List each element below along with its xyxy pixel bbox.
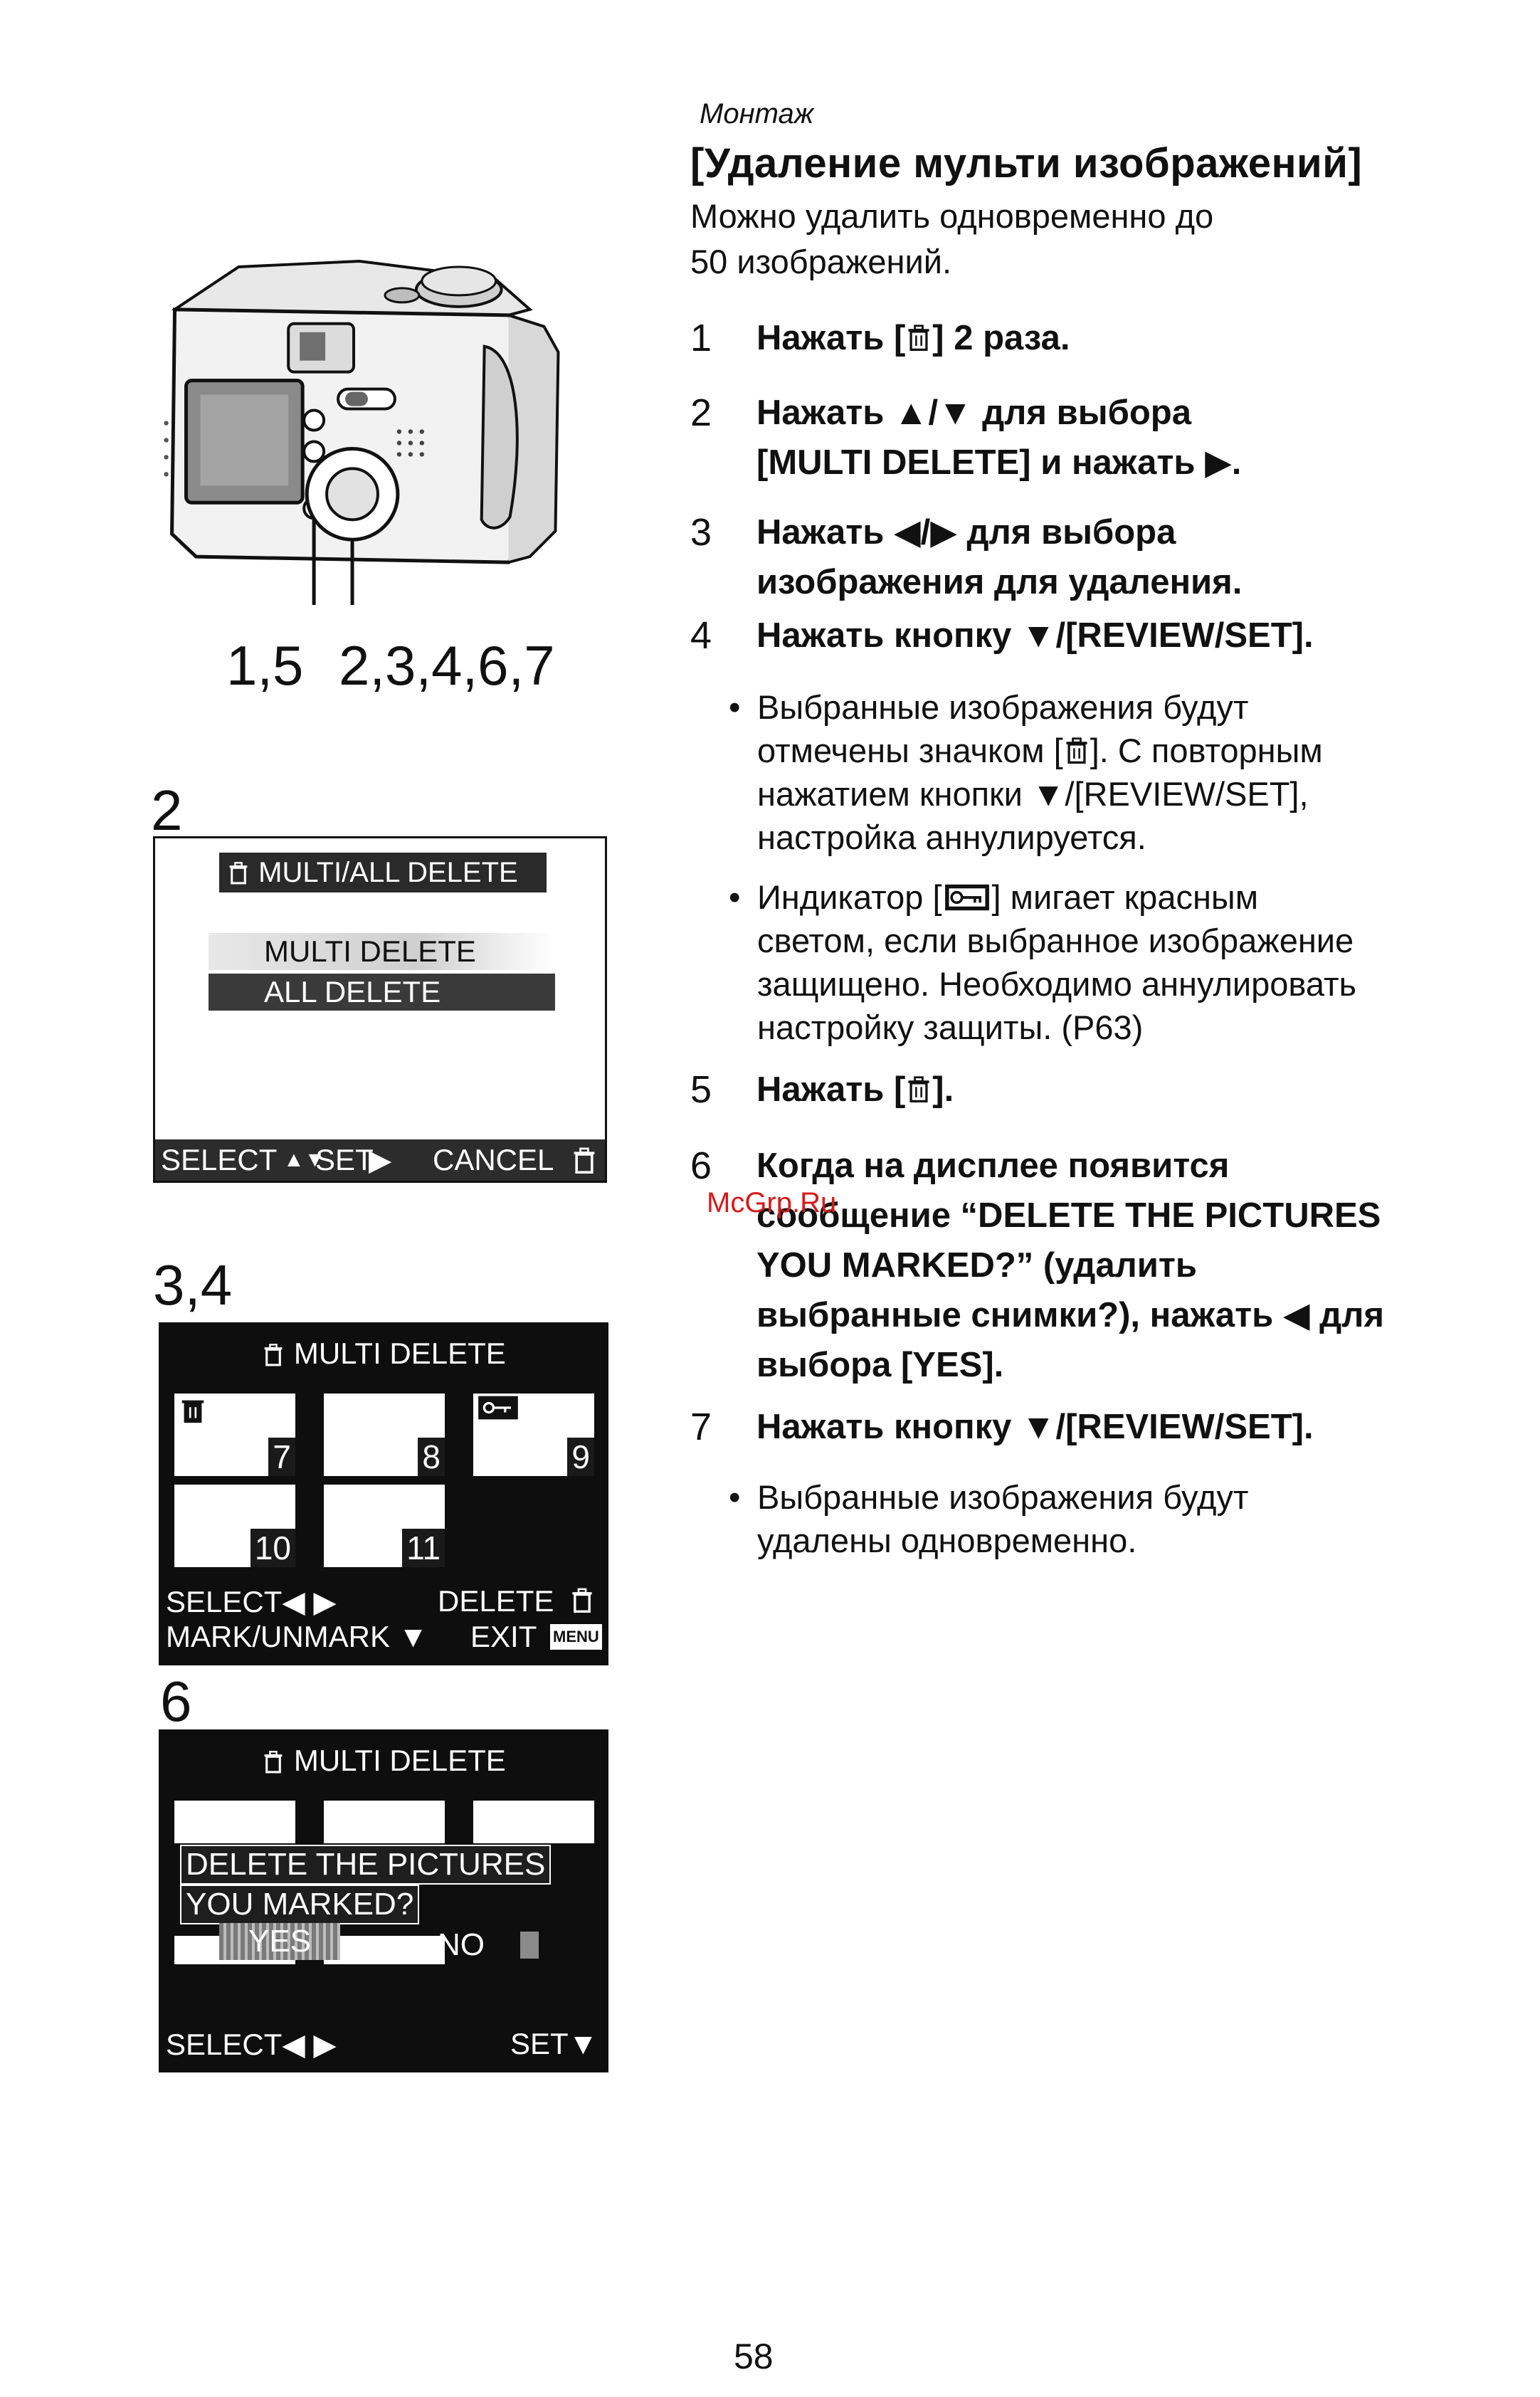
option-all-delete: ALL DELETE [209,974,555,1011]
thumbnail [324,1801,445,1843]
lcd-screen-confirm-delete: MULTI DELETE DELETE THE PICTURES YOU MAR… [159,1729,608,2072]
thumbnail-number: 11 [402,1529,445,1567]
bullet-text: Выбранные изображения будут отмечены зна… [757,688,1323,856]
screen-title: MULTI/ALL DELETE [219,853,547,892]
footer-select: SELECT◀ ▶ [166,2028,337,2061]
footer-set: SET▼ [510,2027,598,2060]
lcd-screen-multi-all-delete: MULTI/ALL DELETE MULTI DELETE ALL DELETE… [153,836,607,1183]
intro-text: Можно удалить одновременно до 50 изображ… [690,197,1214,280]
thumbnail-number: 8 [418,1438,445,1476]
page-number: 58 [734,2337,774,2376]
callout-label: 1,5 [226,634,304,697]
camera-illustration [164,259,560,605]
callout-label: 2,3,4,6,7 [339,634,555,697]
trash-icon [908,325,929,351]
bullet-dot: • [729,688,741,726]
trash-icon [572,1588,592,1613]
screen-title: MULTI DELETE [159,1337,608,1371]
step-text: Нажать [] 2 раза. [756,319,1070,357]
step-text: Нажать кнопку ▼/[REVIEW/SET]. [756,1408,1314,1446]
protect-key-icon [478,1396,518,1420]
thumbnail: 9 [473,1394,594,1476]
right-arrow-icon: ▶ [369,1143,392,1176]
step-text: Нажать []. [756,1070,954,1109]
trash-icon [264,1751,283,1774]
step-text: Нажать кнопку ▼/[REVIEW/SET]. [756,616,1314,655]
bullet-text: Выбранные изображения будут удалены одно… [757,1478,1249,1559]
step-number: 1 [690,317,712,359]
protect-key-icon [944,884,989,911]
thumbnail: 7 [174,1394,295,1476]
figure-label: 2 [151,779,183,842]
footer-select: SELECT [161,1143,278,1176]
footer-exit: EXIT [470,1620,537,1653]
thumbnail: 10 [174,1485,295,1567]
step-text: Когда на дисплее появится сообщение “DEL… [756,1147,1384,1384]
trash-icon [264,1344,283,1366]
scroll-indicator [520,1932,539,1959]
up-down-arrow-icon: ▲▼ [283,1148,326,1171]
page-heading: [Удаление мульти изображений] [690,140,1363,186]
trash-icon [1066,737,1087,764]
step-number: 7 [690,1406,712,1448]
figure-label: 3,4 [153,1253,233,1317]
section-label: Монтаж [700,98,814,130]
thumbnail: 8 [324,1394,445,1476]
trash-icon [908,1076,929,1102]
option-no: NO [438,1927,485,1962]
trash-icon [229,862,248,885]
step-number: 6 [690,1144,712,1187]
watermark: McGrp.Ru [707,1187,837,1218]
thumbnail [174,1801,295,1843]
bullet-text: Индикатор [] мигает красным светом, если… [757,878,1356,1046]
option-multi-delete: MULTI DELETE [209,933,554,970]
step-number: 5 [690,1068,712,1111]
footer-delete: DELETE [438,1584,554,1618]
option-yes: YES [219,1923,340,1960]
menu-badge: MENU [550,1624,602,1650]
thumbnail: 11 [324,1485,445,1567]
screen-title: MULTI DELETE [159,1744,608,1778]
thumbnail-number: 10 [250,1529,295,1567]
dialog-message-line: YOU MARKED? [180,1885,420,1924]
step-number: 4 [690,614,712,657]
footer-select: SELECT◀ ▶ [166,1585,337,1618]
lcd-screen-multi-delete: MULTI DELETE 7 8 9 10 11 SELECT◀ ▶ DELET… [159,1322,608,1665]
bullet-dot: • [729,878,741,916]
trash-icon [574,1147,595,1174]
dialog-message-line: DELETE THE PICTURES [180,1845,552,1885]
figure-label: 6 [160,1670,192,1733]
footer-cancel: CANCEL [433,1143,554,1176]
step-number: 3 [690,511,712,554]
step-text: Нажать ◀/▶ для выбора изображения для уд… [756,513,1243,601]
step-number: 2 [690,391,712,434]
thumbnail [473,1801,594,1843]
trash-icon [181,1400,204,1423]
bullet-dot: • [729,1478,741,1516]
screen-footer: SELECT ▲▼ SET ▶ CANCEL [155,1139,605,1181]
footer-mark-unmark: MARK/UNMARK ▼ [166,1620,428,1653]
step-text: Нажать ▲/▼ для выбора [MULTI DELETE] и н… [756,394,1242,482]
thumbnail-number: 7 [268,1438,295,1476]
thumbnail-number: 9 [567,1438,594,1476]
footer-set: SET [315,1143,374,1176]
thumbnail [324,1936,445,1964]
